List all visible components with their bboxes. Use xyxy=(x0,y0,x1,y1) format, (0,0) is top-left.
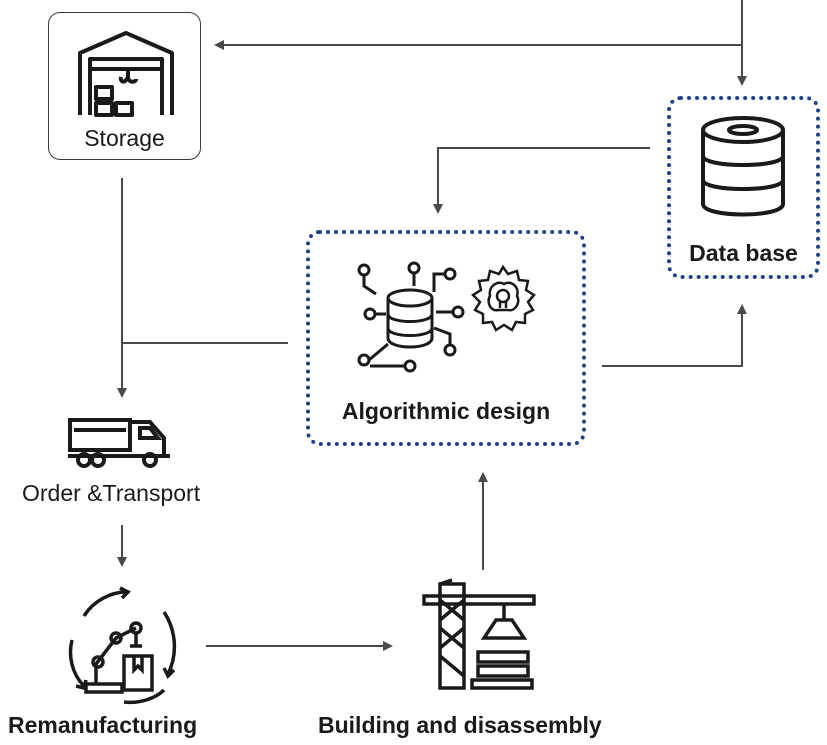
robot-arm-icon xyxy=(68,586,177,705)
warehouse-icon xyxy=(78,31,174,117)
arrow-database-to-algorithm xyxy=(433,147,650,214)
brain-gear-icon xyxy=(471,264,536,332)
order-transport-label: Order &Transport xyxy=(22,480,201,506)
crane-icon xyxy=(422,578,536,690)
storage-node: Storage xyxy=(48,12,201,160)
database-label: Data base xyxy=(689,240,798,266)
storage-label: Storage xyxy=(84,125,165,151)
database-node: Data base xyxy=(667,96,820,279)
building-disassembly-label: Building and disassembly xyxy=(318,712,602,738)
algorithmic-design-label: Algorithmic design xyxy=(341,398,551,424)
truck-icon xyxy=(68,418,170,468)
remanufacturing-label: Remanufacturing xyxy=(8,712,198,738)
arrow-algorithm-to-database xyxy=(602,304,747,367)
network-database-icon xyxy=(357,261,465,373)
algorithmic-design-node: Algorithmic design xyxy=(306,230,586,446)
database-icon xyxy=(701,116,785,217)
